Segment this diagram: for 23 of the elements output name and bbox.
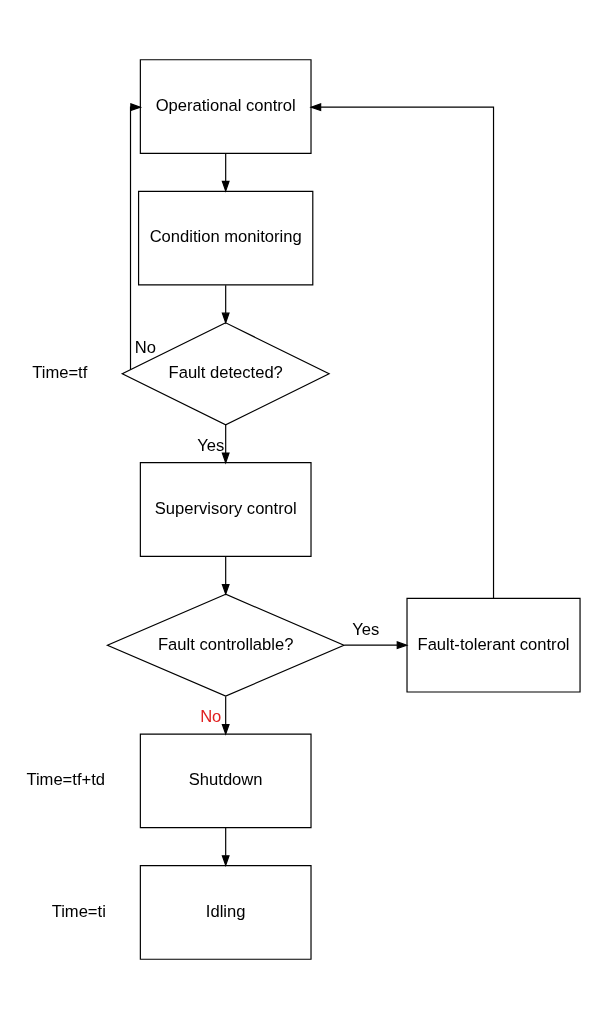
node-box: Operational control [139, 59, 312, 154]
arrow [309, 103, 495, 599]
edge-label: Yes [197, 435, 225, 455]
node-box: Fault-tolerant control [406, 597, 581, 693]
edge-label: Yes [352, 619, 380, 639]
node-diamond: Fault controllable? [105, 593, 346, 697]
node-label: Time=tf+td [26, 770, 106, 790]
arrow [129, 103, 143, 371]
arrow [343, 641, 409, 650]
node-box: Shutdown [139, 733, 312, 829]
node-label: Time=tf [32, 363, 88, 383]
arrow [221, 284, 230, 325]
node-box: Supervisory control [139, 462, 312, 557]
arrow [221, 556, 230, 596]
arrow [221, 153, 230, 193]
node-box: Idling [139, 865, 312, 960]
edge-label: No [134, 337, 157, 357]
edge-label: No [200, 707, 222, 727]
node-label: Time=ti [51, 901, 106, 921]
node-box: Condition monitoring [138, 190, 314, 286]
arrow [221, 695, 230, 736]
arrow [221, 424, 230, 465]
arrow [221, 827, 230, 867]
